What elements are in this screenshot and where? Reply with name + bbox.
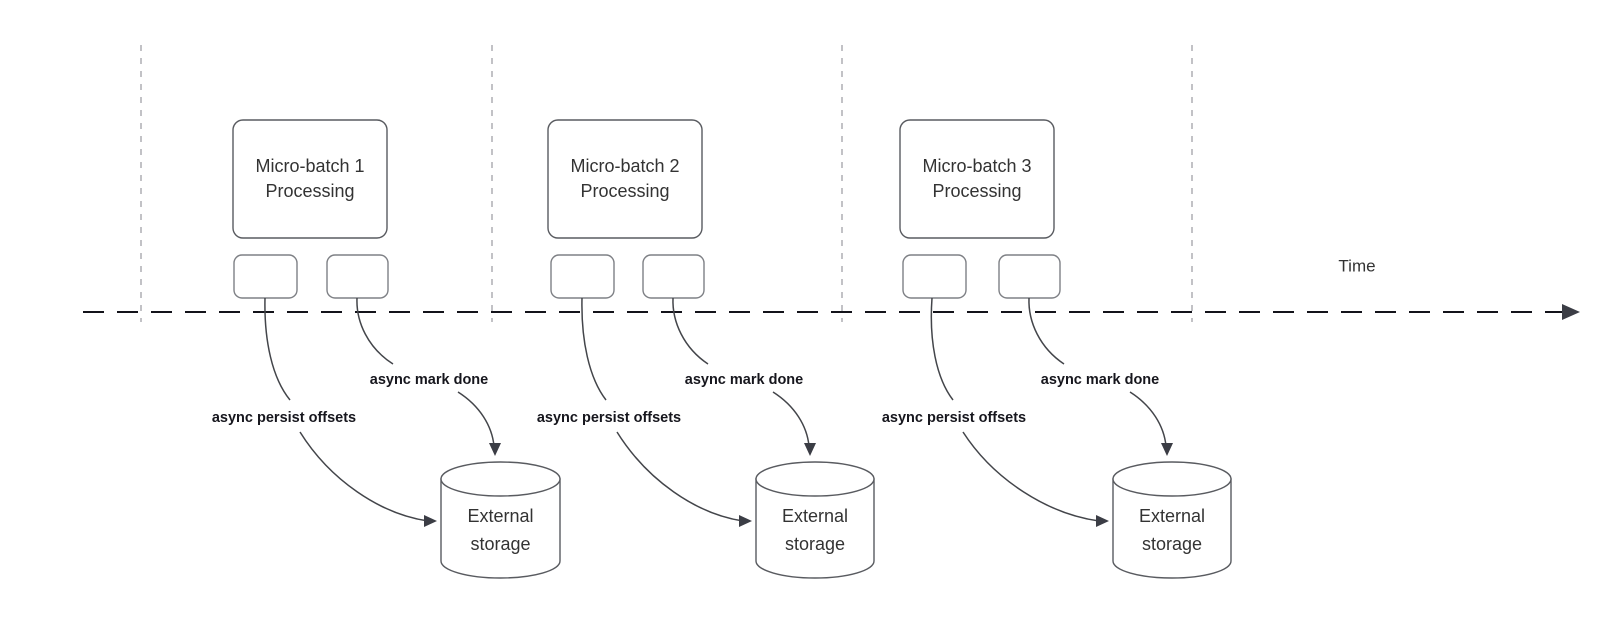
async-mark-done-connector-upper xyxy=(672,297,709,365)
async-persist-offsets-arrowhead-icon xyxy=(1096,515,1109,527)
tick-box-persist[interactable] xyxy=(550,254,615,299)
async-persist-offsets-label: async persist offsets xyxy=(537,410,681,426)
external-storage-label-line1: External xyxy=(782,506,848,526)
external-storage-label-line2: storage xyxy=(785,534,845,554)
micro-batch-title: Micro-batch 1 xyxy=(255,156,364,176)
micro-batch-title: Micro-batch 3 xyxy=(922,156,1031,176)
tick-box-mark[interactable] xyxy=(326,254,389,299)
async-persist-offsets-connector-lower xyxy=(962,431,1100,522)
external-storage-label-line2: storage xyxy=(470,534,530,554)
async-persist-offsets-connector-upper xyxy=(930,297,954,401)
time-axis: Time xyxy=(83,256,1580,320)
time-axis-arrowhead-icon xyxy=(1562,304,1580,320)
external-storage-label-line1: External xyxy=(1139,506,1205,526)
async-mark-done-connector-lower xyxy=(457,391,495,447)
micro-batch-subtitle: Processing xyxy=(580,181,669,201)
tick-box-mark[interactable] xyxy=(998,254,1061,299)
micro-batch-processing-box[interactable] xyxy=(547,119,703,239)
async-persist-offsets-arrowhead-icon xyxy=(424,515,437,527)
async-mark-done-connector-upper xyxy=(1028,297,1065,365)
cylinder-top-ellipse xyxy=(755,461,875,497)
tick-box-persist[interactable] xyxy=(233,254,298,299)
async-persist-offsets-connector-lower xyxy=(616,431,744,522)
async-persist-offsets-label: async persist offsets xyxy=(882,410,1026,426)
external-storage-cylinder[interactable] xyxy=(1112,478,1232,579)
external-storage-cylinder[interactable] xyxy=(440,478,561,579)
micro-batch-processing-box[interactable] xyxy=(232,119,388,239)
async-persist-offsets-label: async persist offsets xyxy=(212,410,356,426)
micro-batch-subtitle: Processing xyxy=(265,181,354,201)
async-persist-offsets-arrowhead-icon xyxy=(739,515,752,527)
async-mark-done-arrowhead-icon xyxy=(489,443,501,456)
async-mark-done-arrowhead-icon xyxy=(1161,443,1173,456)
async-persist-offsets-connector-lower xyxy=(299,431,429,522)
external-storage-label-line1: External xyxy=(467,506,533,526)
tick-box-persist[interactable] xyxy=(902,254,967,299)
async-persist-offsets-connector-upper xyxy=(581,297,607,401)
time-axis-label: Time xyxy=(1338,256,1375,275)
async-mark-done-connector-lower xyxy=(1129,391,1167,447)
micro-batch-title: Micro-batch 2 xyxy=(570,156,679,176)
async-mark-done-label: async mark done xyxy=(1041,372,1159,388)
cylinder-top-ellipse xyxy=(440,461,561,497)
cylinder-top-ellipse xyxy=(1112,461,1232,497)
micro-batch-subtitle: Processing xyxy=(932,181,1021,201)
async-persist-offsets-connector-upper xyxy=(264,297,291,401)
async-mark-done-connector-upper xyxy=(356,297,394,365)
async-mark-done-arrowhead-icon xyxy=(804,443,816,456)
external-storage-label-line2: storage xyxy=(1142,534,1202,554)
external-storage-cylinder[interactable] xyxy=(755,478,875,579)
micro-batch-processing-box[interactable] xyxy=(899,119,1055,239)
async-mark-done-connector-lower xyxy=(772,391,810,447)
async-mark-done-label: async mark done xyxy=(370,372,488,388)
async-mark-done-label: async mark done xyxy=(685,372,803,388)
tick-box-mark[interactable] xyxy=(642,254,705,299)
